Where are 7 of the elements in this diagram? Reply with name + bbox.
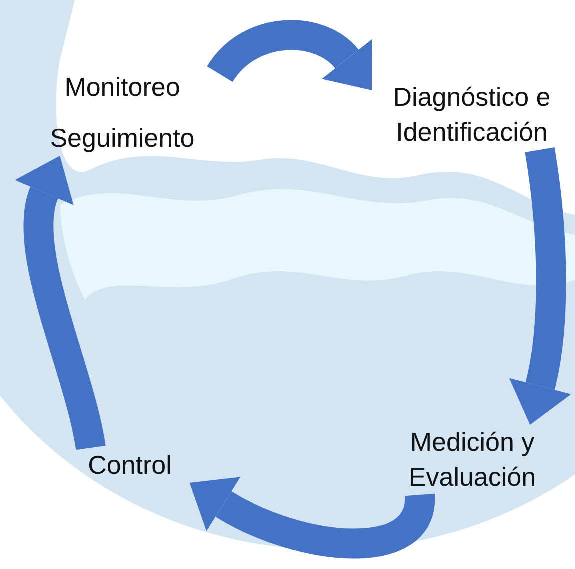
- curved-arrow: [509, 148, 572, 426]
- step-label: Diagnóstico e Identificación: [392, 81, 552, 150]
- step-label: Seguimiento: [50, 122, 195, 156]
- step-label: Medición y Evaluación: [408, 426, 538, 494]
- curved-arrow: [14, 154, 106, 451]
- step-label: Monitoreo: [64, 71, 180, 104]
- step-label: Control: [88, 449, 172, 482]
